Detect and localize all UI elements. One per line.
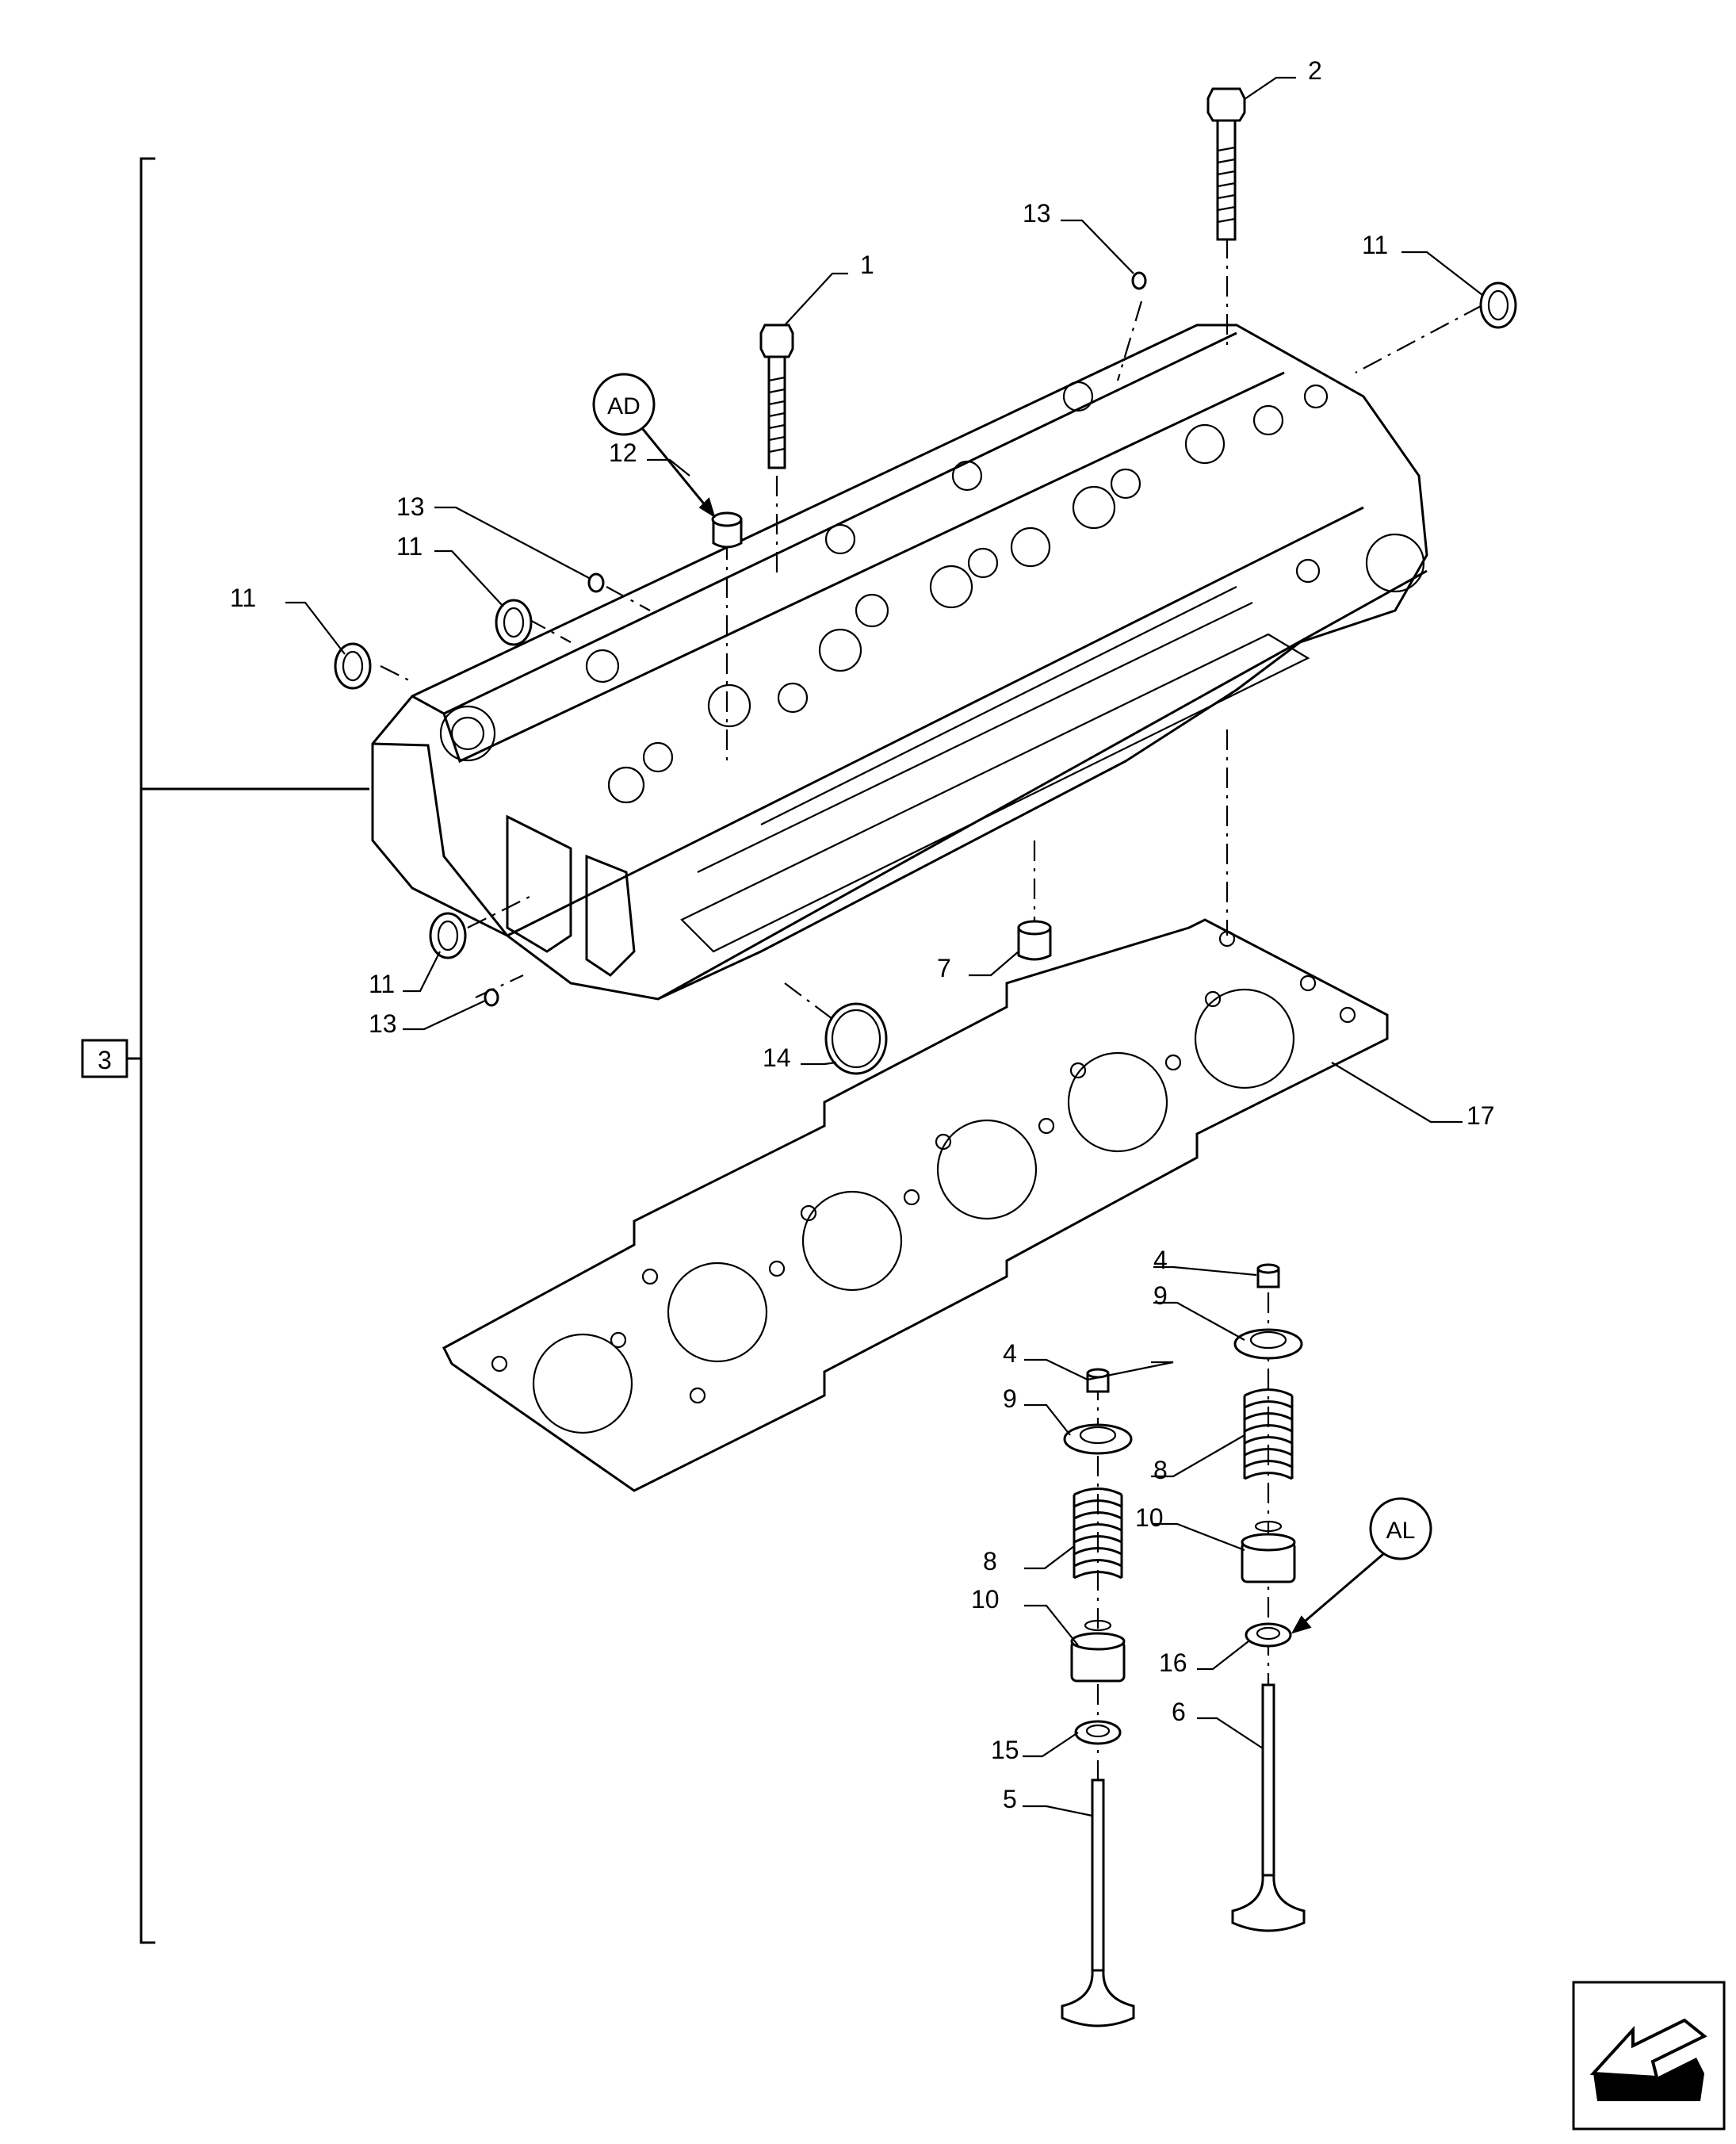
valve-train-right [1231, 1263, 1306, 1932]
valve-6 [1231, 1683, 1306, 1932]
cylinder-head [371, 324, 1428, 1001]
callout-10-right: 10 [1135, 1503, 1164, 1532]
shim-16 [1245, 1622, 1292, 1648]
plug-11-top-right [1479, 281, 1517, 329]
valve-train-left [1061, 1368, 1135, 2027]
callout-14: 14 [763, 1043, 791, 1072]
group-label: 3 [98, 1046, 112, 1074]
bore-3 [801, 1190, 903, 1292]
svg-text:AD: AD [607, 393, 640, 419]
bore-5 [1067, 1051, 1168, 1153]
callout-11-left-a: 11 [396, 532, 423, 561]
reference-circle-ad[interactable]: AD [592, 373, 716, 519]
callout-13-top: 13 [1023, 199, 1051, 228]
keeper-4-left [1086, 1368, 1110, 1393]
shim-15 [1074, 1720, 1122, 1745]
seal-10-left [1070, 1619, 1126, 1683]
callout-13-bottom: 13 [369, 1009, 397, 1038]
bolt-1 [759, 324, 794, 469]
pin-13-top [1131, 271, 1147, 290]
dowel-7 [1017, 920, 1052, 961]
pin-13-left [587, 572, 605, 593]
group-label-box [81, 1039, 128, 1078]
callout-9-left: 9 [1003, 1384, 1017, 1413]
head-ports [439, 381, 1425, 804]
plug-11-left-a [495, 599, 533, 646]
callout-6: 6 [1172, 1698, 1186, 1726]
callout-4-left: 4 [1003, 1339, 1017, 1368]
bore-4 [936, 1119, 1038, 1220]
callout-12: 12 [609, 438, 637, 467]
plug-11-left-b [334, 642, 372, 690]
plug-14 [824, 1002, 888, 1075]
reference-circle-al[interactable]: AL [1291, 1497, 1432, 1634]
plug-11-bottom [429, 912, 467, 959]
callout-16: 16 [1159, 1648, 1187, 1677]
pin-13-bottom [484, 988, 499, 1007]
retainer-9-right [1233, 1328, 1303, 1360]
spring-8-right [1243, 1388, 1294, 1480]
valve-5 [1061, 1778, 1135, 2027]
leader-lines [285, 76, 1483, 1817]
callout-11-left-b: 11 [230, 584, 256, 612]
bore-1 [532, 1333, 633, 1434]
seal-10-right [1241, 1520, 1296, 1583]
back-arrow-icon[interactable] [1572, 1981, 1726, 2131]
bore-2 [667, 1262, 768, 1363]
callout-8-left: 8 [983, 1547, 997, 1575]
callout-9-right: 9 [1153, 1281, 1168, 1310]
plug-12 [711, 511, 743, 549]
svg-text:AL: AL [1386, 1518, 1416, 1544]
bolt-2 [1206, 87, 1246, 241]
callout-5: 5 [1003, 1785, 1017, 1813]
gasket-holes [491, 930, 1356, 1404]
callout-10-left: 10 [971, 1585, 1000, 1614]
keeper-4-right [1256, 1263, 1280, 1288]
callout-11-top-right: 11 [1362, 231, 1388, 259]
spring-8-left [1073, 1487, 1123, 1579]
callout-15: 15 [991, 1736, 1019, 1764]
callout-4-right: 4 [1153, 1246, 1168, 1274]
callout-7: 7 [937, 954, 951, 982]
callout-13-left: 13 [396, 492, 425, 521]
group-bracket: 3 [81, 157, 369, 1944]
callouts: 1 2 13 11 12 13 11 11 11 13 7 14 17 4 9 … [230, 56, 1495, 1813]
callout-11-bottom: 11 [369, 970, 395, 998]
callout-2: 2 [1308, 56, 1322, 85]
callout-8-right: 8 [1153, 1456, 1168, 1484]
bore-6 [1194, 988, 1295, 1089]
callout-17: 17 [1466, 1101, 1495, 1130]
retainer-9-left [1063, 1423, 1133, 1455]
callout-1: 1 [860, 251, 874, 279]
head-gasket [442, 918, 1389, 1492]
